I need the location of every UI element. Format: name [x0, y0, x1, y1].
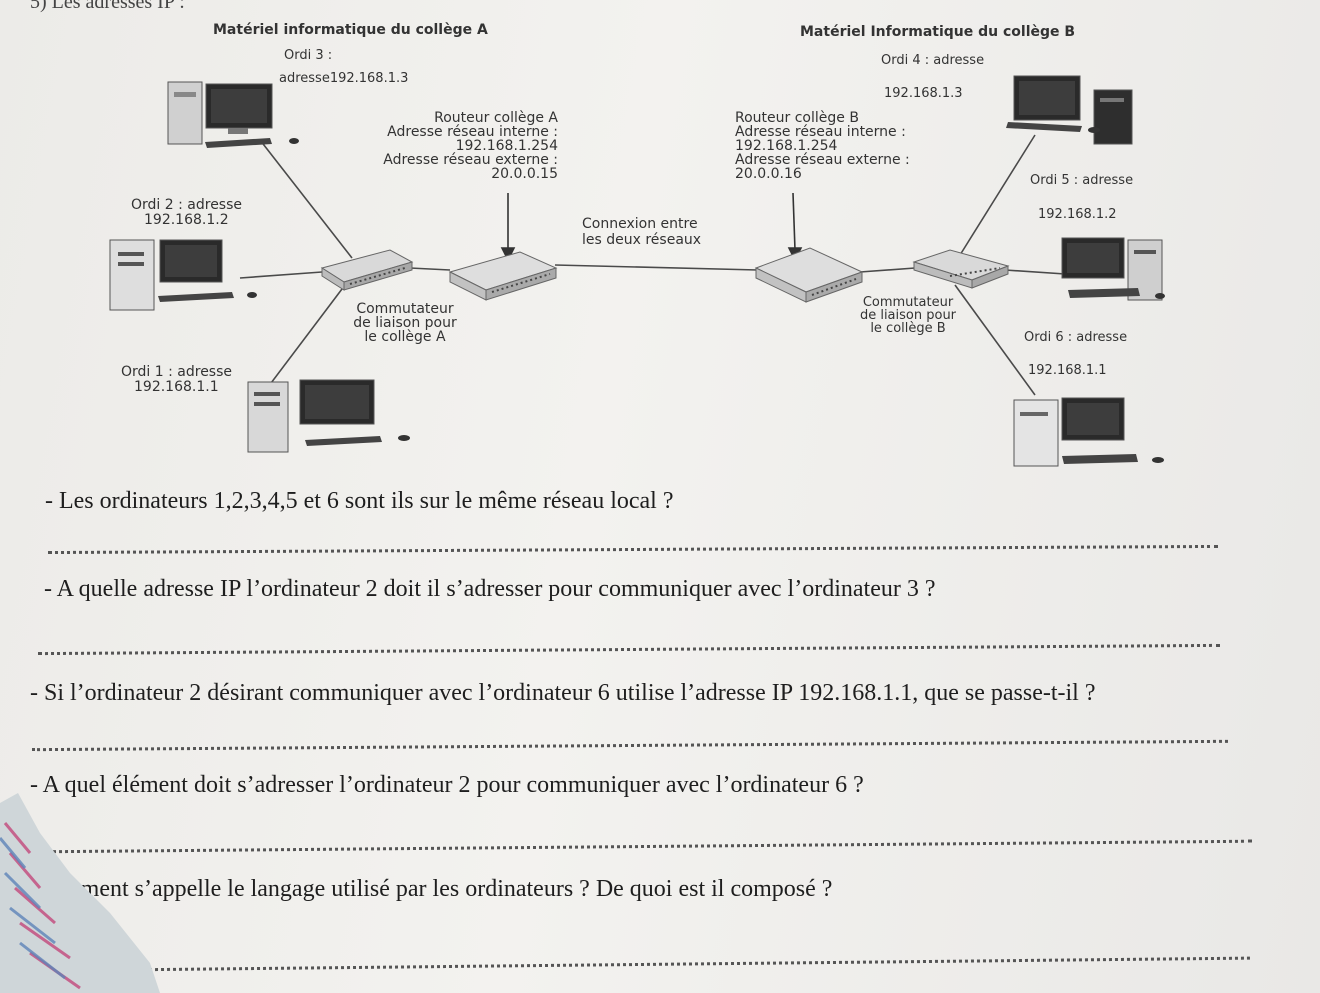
label-ordi6-line2: 192.168.1.1 [1028, 363, 1107, 378]
label-switch-b: Commutateur de liaison pour le collège B [843, 296, 973, 335]
router-b-internal-ip: 192.168.1.254 [735, 138, 838, 154]
switch-a-line2: de liaison pour [353, 315, 457, 331]
link-switch-a-router-a [409, 267, 451, 271]
title-college-a: Matériel informatique du collège A [213, 22, 488, 38]
switch-b-line1: Commutateur [862, 295, 954, 310]
router-b-title: Routeur collège B [735, 110, 859, 126]
label-router-a: Routeur collège A Adresse réseau interne… [368, 111, 558, 181]
question-4: - A quel élément doit s’adresser l’ordin… [30, 772, 864, 798]
switch-b-icon [912, 249, 1010, 289]
link-router-b-switch-b [859, 267, 916, 273]
computer-ordi2-icon [109, 239, 257, 311]
answer-line-2[interactable] [38, 643, 1220, 656]
label-switch-a: Commutateur de liaison pour le collège A [340, 302, 470, 344]
computer-ordi4-icon [1006, 75, 1133, 145]
router-a-internal-label: Adresse réseau interne : [387, 124, 558, 140]
connexion-line2: les deux réseaux [582, 232, 702, 248]
network-links [109, 75, 1165, 467]
network-diagram: Matériel informatique du collège A Matér… [0, 0, 1320, 470]
question-1: - Les ordinateurs 1,2,3,4,5 et 6 sont il… [45, 488, 674, 514]
router-a-internal-ip: 192.168.1.254 [455, 138, 558, 154]
label-ordi3-line1: Ordi 3 : [284, 48, 333, 63]
label-router-b: Routeur collège B Adresse réseau interne… [735, 111, 935, 181]
link-ordi1-switch-a [261, 284, 346, 396]
arrow-router-b [792, 192, 796, 251]
router-a-external-label: Adresse réseau externe : [383, 152, 558, 168]
question-2: - A quelle adresse IP l’ordinateur 2 doi… [44, 576, 936, 602]
router-b-external-label: Adresse réseau externe : [735, 152, 910, 168]
question-3: - Si l’ordinateur 2 désirant communiquer… [30, 680, 1096, 706]
router-a-icon [448, 251, 558, 301]
switch-b-line2: de liaison pour [859, 308, 957, 323]
switch-b-line3: le collège B [870, 321, 946, 336]
computer-ordi6-icon [1013, 397, 1164, 467]
router-b-icon [754, 247, 864, 303]
label-ordi4-line1: Ordi 4 : adresse [881, 53, 985, 68]
link-switch-b-ordi6 [954, 284, 1036, 396]
answer-line-3[interactable] [32, 739, 1228, 752]
label-ordi5-line1: Ordi 5 : adresse [1030, 173, 1134, 188]
router-a-external-ip: 20.0.0.15 [491, 166, 558, 182]
label-ordi4-line2: 192.168.1.3 [884, 86, 963, 101]
label-ordi1-line2: 192.168.1.1 [134, 379, 219, 395]
computer-ordi1-icon [247, 379, 410, 453]
title-college-b: Matériel Informatique du collège B [800, 24, 1076, 40]
question-5: - Comment s’appelle le langage utilisé p… [20, 876, 833, 902]
router-b-external-ip: 20.0.0.16 [735, 166, 802, 182]
label-connexion: Connexion entre les deux réseaux [582, 217, 701, 247]
connexion-line1: Connexion entre [582, 216, 698, 232]
torn-edge-decoration [0, 793, 160, 993]
router-b-internal-label: Adresse réseau interne : [735, 124, 906, 140]
label-ordi6-line1: Ordi 6 : adresse [1024, 330, 1128, 345]
link-ordi3-switch-a [259, 139, 353, 259]
label-ordi5-line2: 192.168.1.2 [1038, 207, 1117, 222]
arrowhead-router-a [500, 247, 516, 262]
router-a-title: Routeur collège A [434, 110, 558, 126]
label-ordi3-line2: adresse192.168.1.3 [279, 71, 409, 86]
label-ordi2-line1: Ordi 2 : adresse [131, 197, 243, 213]
link-switch-b-ordi4 [959, 134, 1036, 256]
answer-line-5[interactable] [30, 956, 1250, 973]
label-ordi2-line2: 192.168.1.2 [144, 212, 229, 228]
answer-line-4[interactable] [40, 839, 1252, 854]
cut-off-heading: 5) Les adresses IP : [30, 0, 185, 13]
answer-line-1[interactable] [48, 544, 1218, 555]
switch-a-icon [320, 249, 414, 291]
switch-a-line1: Commutateur [356, 301, 454, 317]
computer-ordi5-icon [1061, 237, 1165, 301]
link-router-a-router-b [554, 264, 759, 271]
link-ordi2-switch-a [239, 271, 323, 279]
computer-ordi3-icon [167, 81, 299, 148]
label-ordi1-line1: Ordi 1 : adresse [121, 364, 233, 380]
switch-a-line3: le collège A [364, 329, 446, 345]
